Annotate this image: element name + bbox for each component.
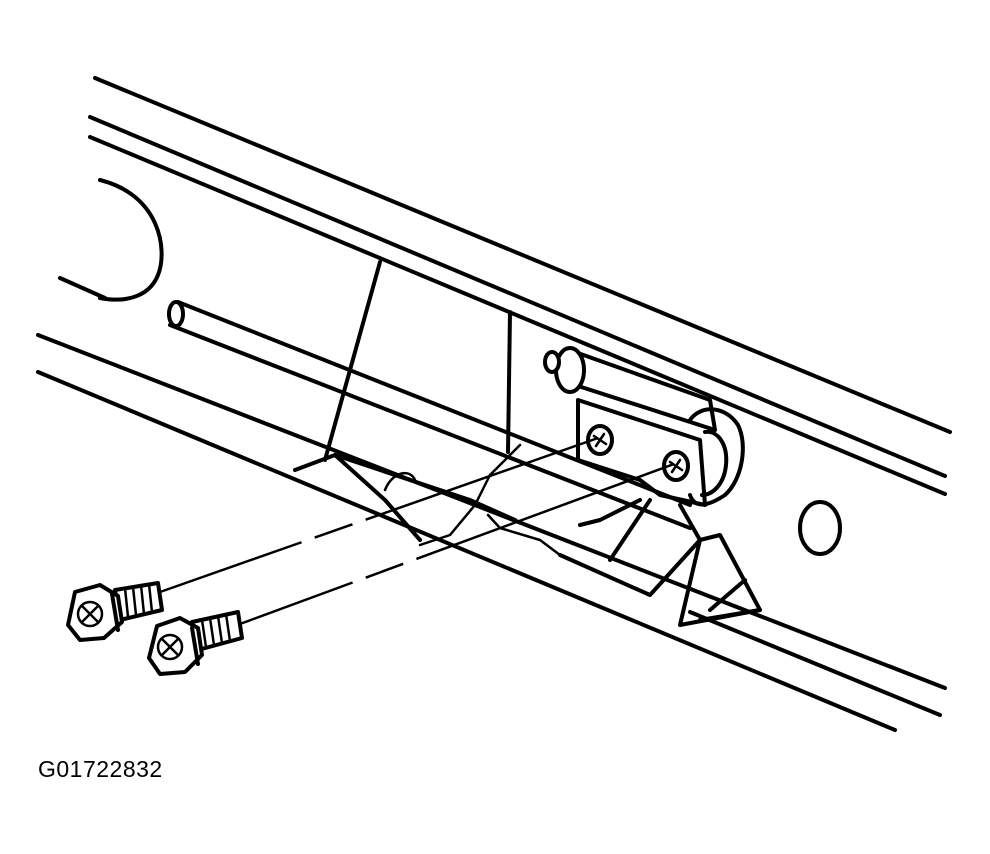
hex-flange-bolt-icon bbox=[66, 581, 164, 642]
hex-flange-bolt-icon bbox=[147, 610, 244, 676]
hinge-pin-rod bbox=[167, 300, 692, 530]
mounting-holes bbox=[586, 424, 842, 556]
oval-cutout bbox=[98, 178, 164, 302]
mounting-bracket bbox=[293, 260, 562, 557]
leader-lines bbox=[159, 436, 675, 626]
upper-frame-rail bbox=[88, 76, 952, 496]
figure-id: G01722832 bbox=[38, 756, 163, 782]
hinge-assembly bbox=[543, 346, 762, 627]
panel-edge-left bbox=[58, 276, 107, 300]
